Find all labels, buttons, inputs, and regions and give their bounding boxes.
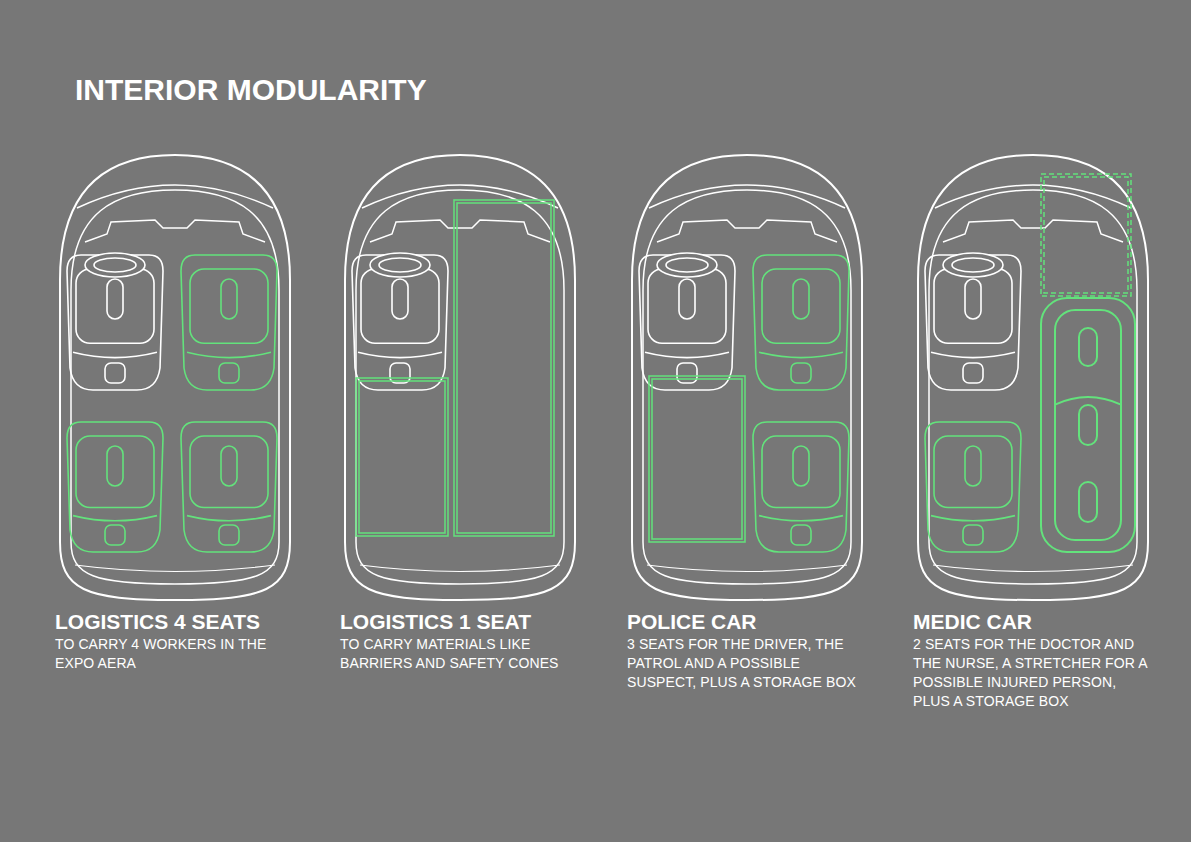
vehicle-heading: LOGISTICS 1 SEAT: [340, 609, 590, 635]
cargo-area: [1041, 174, 1131, 296]
vehicle-heading: LOGISTICS 4 SEATS: [55, 609, 305, 635]
cargo-area: [356, 378, 448, 536]
seat: [181, 255, 277, 390]
car-body: [60, 155, 290, 600]
vehicle-heading: POLICE CAR: [627, 609, 877, 635]
cargo-area: [454, 200, 554, 536]
car-body: [918, 155, 1148, 600]
vehicle-heading: MEDIC CAR: [913, 609, 1163, 635]
car-illustration: [55, 150, 295, 605]
vehicle-description: TO CARRY MATERIALS LIKE BARRIERS AND SAF…: [340, 635, 580, 673]
title: INTERIOR MODULARITY: [75, 72, 427, 108]
car-body: [345, 155, 575, 600]
seat: [925, 422, 1021, 552]
stretcher: [1041, 298, 1135, 552]
seat: [639, 253, 735, 390]
car-illustration: [627, 150, 867, 605]
seat: [925, 253, 1021, 390]
seat: [753, 255, 849, 390]
seat: [67, 422, 163, 552]
vehicle-layout: MEDIC CAR2 SEATS FOR THE DOCTOR AND THE …: [913, 150, 1163, 711]
car-illustration: [340, 150, 580, 605]
seat: [753, 422, 849, 552]
vehicle-description: TO CARRY 4 WORKERS IN THE EXPO AERA: [55, 635, 295, 673]
car-body: [632, 155, 862, 600]
seat: [67, 253, 163, 390]
vehicle-description: 2 SEATS FOR THE DOCTOR AND THE NURSE, A …: [913, 635, 1153, 711]
seat: [352, 253, 448, 390]
vehicle-description: 3 SEATS FOR THE DRIVER, THE PATROL AND A…: [627, 635, 867, 692]
vehicle-layout: POLICE CAR3 SEATS FOR THE DRIVER, THE PA…: [627, 150, 877, 692]
seat: [181, 422, 277, 552]
car-illustration: [913, 150, 1153, 605]
vehicle-layout: LOGISTICS 4 SEATSTO CARRY 4 WORKERS IN T…: [55, 150, 305, 673]
cargo-area: [649, 376, 745, 542]
vehicle-layout: LOGISTICS 1 SEATTO CARRY MATERIALS LIKE …: [340, 150, 590, 673]
